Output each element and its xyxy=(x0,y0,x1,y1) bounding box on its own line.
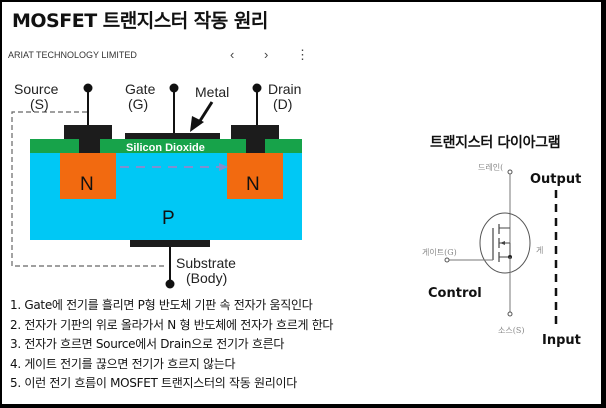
step-item: 2. 전자가 기판의 위로 올라가서 N 형 반도체에 전자가 흐르게 한다 xyxy=(10,317,334,332)
drain-contact xyxy=(231,125,279,153)
metal-label: Metal xyxy=(195,84,229,100)
source-small-label: 소스(S) xyxy=(498,326,524,335)
electron-flow-arrowhead xyxy=(219,163,228,171)
drain-pin xyxy=(507,169,513,175)
transistor-circle xyxy=(479,212,531,274)
body-arrow xyxy=(500,241,505,245)
mosfet-symbol: 드레인( 게이트(G) 소스(S) 게 xyxy=(422,162,558,335)
drain-small-label: 드레인( xyxy=(478,162,503,172)
output-label: Output xyxy=(530,172,582,187)
symbol-diagram-title: 트랜지스터 다이아그램 xyxy=(430,135,561,151)
next-arrow-icon[interactable]: › xyxy=(264,47,269,62)
more-options-icon[interactable]: ⋮ xyxy=(296,47,309,62)
drain-terminal-dot xyxy=(252,83,262,93)
gate-metal xyxy=(125,133,220,139)
p-label: P xyxy=(162,208,175,229)
source-contact xyxy=(64,125,112,153)
n-region-left xyxy=(60,153,116,199)
gate-terminal-dot xyxy=(169,83,179,93)
body-connection-line xyxy=(11,111,167,267)
gate-sub-label: (G) xyxy=(128,96,148,112)
side-small-label: 게 xyxy=(536,245,543,255)
slide: MOSFET 트랜지스터 작동 원리 ARIAT TECHNOLOGY LIMI… xyxy=(2,2,601,404)
n-right-label: N xyxy=(246,174,260,195)
drain-label: Drain xyxy=(268,81,301,97)
n-left-label: N xyxy=(80,174,94,195)
image-source-bar: ARIAT TECHNOLOGY LIMITED ‹ › ⋮ xyxy=(6,46,309,68)
source-sub-label: (S) xyxy=(30,96,49,112)
substrate-label: Substrate xyxy=(176,255,236,271)
gate-pin xyxy=(444,257,450,263)
gate-label: Gate xyxy=(125,81,156,97)
drain-sub-label: (D) xyxy=(273,96,292,112)
step-item: 1. Gate에 전기를 흘리면 P형 반도체 기판 속 전자가 움직인다 xyxy=(10,298,313,312)
source-terminal-dot xyxy=(83,83,93,93)
mosfet-cross-section: Source (S) Gate (G) Metal Drain (D) Sili… xyxy=(11,81,302,289)
oxide-label: Silicon Dioxide xyxy=(126,142,205,154)
metal-pointer-arrowhead xyxy=(190,116,204,132)
control-label: Control xyxy=(428,286,482,301)
page-title: MOSFET 트랜지스터 작동 원리 xyxy=(12,10,268,32)
substrate-contact xyxy=(130,240,210,247)
source-pin xyxy=(507,311,513,317)
step-item: 4. 게이트 전기를 끊으면 전기가 흐르지 않는다 xyxy=(10,356,236,371)
substrate-terminal-dot xyxy=(165,279,175,289)
substrate-sub-label: (Body) xyxy=(186,270,227,286)
n-region-right xyxy=(227,153,283,199)
input-label: Input xyxy=(542,333,581,348)
source-name: ARIAT TECHNOLOGY LIMITED xyxy=(8,50,137,60)
source-label: Source xyxy=(14,81,59,97)
steps-list: 1. Gate에 전기를 흘리면 P형 반도체 기판 속 전자가 움직인다 2.… xyxy=(10,296,333,394)
gate-small-label: 게이트(G) xyxy=(422,247,457,257)
step-item: 3. 전자가 흐르면 Source에서 Drain으로 전기가 흐른다 xyxy=(10,337,285,351)
step-item: 5. 이런 전기 흐름이 MOSFET 트랜지스터의 작동 원리이다 xyxy=(10,376,297,390)
prev-arrow-icon[interactable]: ‹ xyxy=(230,47,235,62)
